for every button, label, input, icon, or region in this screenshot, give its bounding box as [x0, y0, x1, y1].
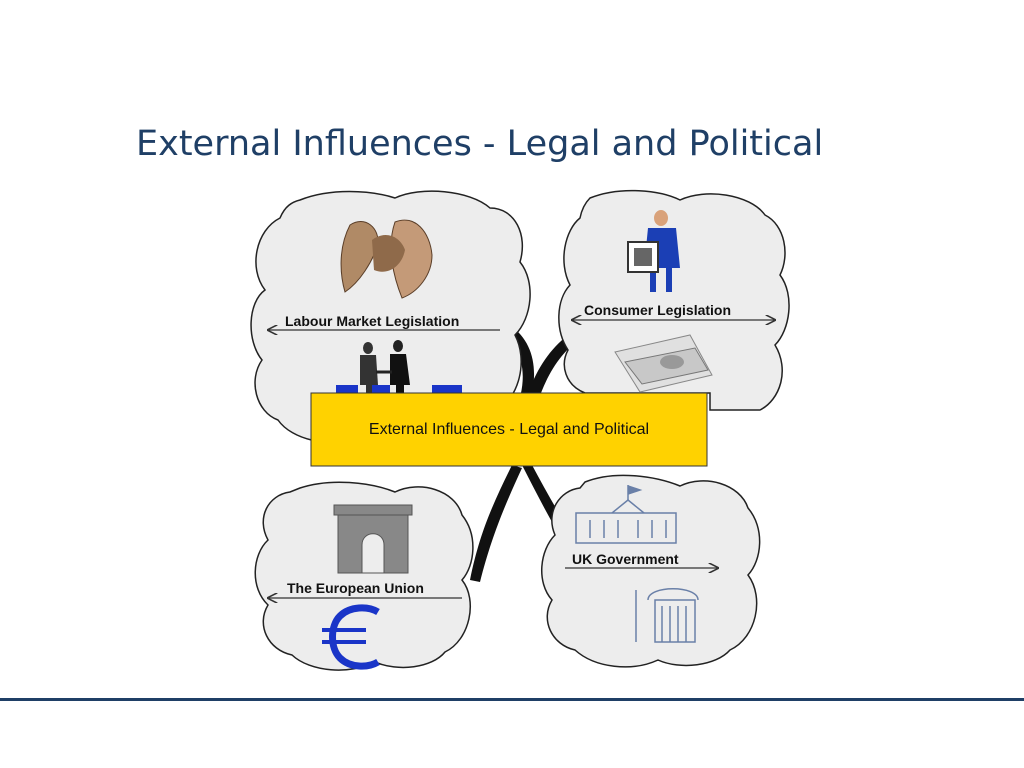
cloud-shape — [254, 481, 474, 671]
central-topic-label: External Influences - Legal and Politica… — [369, 421, 649, 438]
arc-de-triomphe-icon — [333, 504, 413, 574]
slide-title: External Influences - Legal and Politica… — [136, 124, 824, 164]
downing-street-door-icon — [635, 588, 699, 643]
businessmen-handshake-icon — [360, 340, 410, 412]
man-holding-picture-icon — [627, 210, 680, 292]
parliament-building-icon — [575, 485, 677, 544]
uk-label: UK Government — [572, 551, 679, 567]
hands-shaking-clipart-icon — [340, 219, 433, 299]
node-european-union: The European Union — [254, 481, 474, 671]
node-labour-market-legislation: Labour Market Legislation — [250, 190, 531, 448]
eu-label: The European Union — [287, 580, 424, 596]
bottom-divider-rule — [0, 698, 1024, 701]
euro-symbol-icon — [322, 604, 380, 670]
consumer-label: Consumer Legislation — [584, 302, 731, 318]
mind-map-diagram: Labour Market Legislation Consumer Legis… — [250, 189, 790, 671]
node-uk-government: UK Government — [540, 474, 761, 668]
node-consumer-legislation: Consumer Legislation — [558, 189, 790, 411]
labour-label: Labour Market Legislation — [285, 313, 459, 329]
blue-connector-dashes — [336, 385, 462, 393]
cloud-shape — [540, 474, 761, 668]
banknotes-icon — [614, 334, 713, 393]
central-topic-box: External Influences - Legal and Politica… — [310, 392, 708, 467]
